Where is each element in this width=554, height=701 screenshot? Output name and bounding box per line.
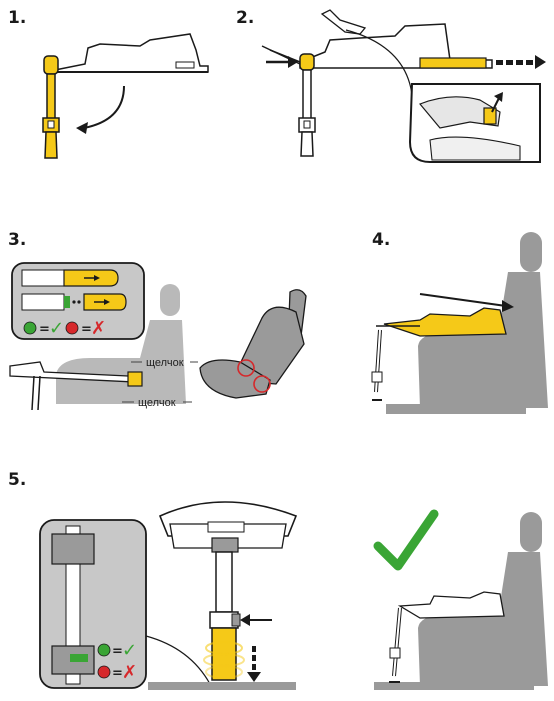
check-icon: ✓ bbox=[122, 640, 137, 661]
cross-icon: ✗ bbox=[122, 662, 137, 683]
step-2-number: 2. bbox=[236, 8, 255, 28]
cross-icon: ✗ bbox=[91, 318, 106, 339]
legend-equals-2: = bbox=[81, 322, 92, 337]
arrow-icon bbox=[288, 56, 298, 68]
step-1-number: 1. bbox=[8, 8, 27, 28]
legend-equals-1: = bbox=[39, 322, 50, 337]
check-icon bbox=[373, 509, 439, 571]
step-2-illustration bbox=[261, 9, 546, 163]
magnifier-circle-icon bbox=[253, 375, 271, 393]
magnifier-circle-icon bbox=[237, 359, 255, 377]
step-4-illustration bbox=[371, 232, 548, 414]
arrow-icon bbox=[76, 122, 88, 134]
step-4-number: 4. bbox=[372, 230, 391, 250]
dashed-down-arrow bbox=[247, 646, 261, 682]
arrow-icon bbox=[240, 614, 250, 626]
click-label-top: щелчок bbox=[146, 357, 184, 369]
click-label-bottom: щелчок bbox=[138, 397, 176, 409]
step-3-illustration: = ✓ = ✗ щелчок щелчок bbox=[9, 262, 307, 411]
step-3-number: 3. bbox=[8, 230, 27, 250]
step-1-illustration bbox=[42, 33, 209, 159]
dashed-arrow bbox=[496, 55, 546, 69]
step-5-number: 5. bbox=[8, 470, 27, 490]
legend-equals-3: = bbox=[112, 644, 123, 659]
legend-equals-4: = bbox=[112, 666, 123, 681]
step-5-illustration: = ✓ = ✗ bbox=[39, 501, 548, 690]
arrow-icon bbox=[502, 300, 514, 312]
check-icon: ✓ bbox=[49, 318, 64, 339]
